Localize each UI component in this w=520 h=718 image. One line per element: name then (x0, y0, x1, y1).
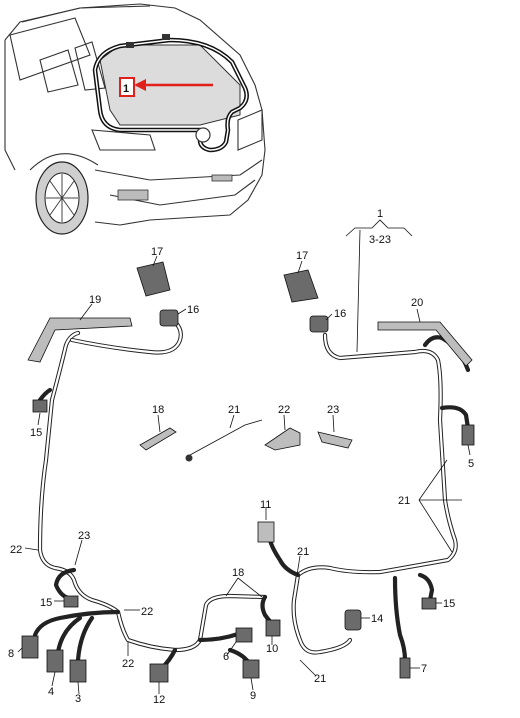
part-5 (461, 424, 475, 446)
label-21-center: 21 (297, 546, 309, 558)
assembly-bracket: 1 3-23 (345, 208, 413, 353)
part-7 (399, 657, 411, 679)
label-15-upper: 15 (30, 427, 42, 439)
position-callout: 1 (119, 77, 213, 97)
label-16-left: 16 (187, 304, 199, 316)
label-19: 19 (89, 294, 101, 306)
bracket-range: 3-23 (369, 234, 391, 246)
part-15-upper (32, 399, 48, 413)
label-3: 3 (75, 693, 81, 705)
label-21-bottom: 21 (314, 673, 326, 685)
part-20-rail (377, 321, 473, 367)
label-8: 8 (8, 648, 14, 660)
vehicle-rear-illustration (4, 3, 266, 235)
label-22-left: 22 (10, 544, 22, 556)
label-6: 6 (223, 651, 229, 663)
part-17-left (136, 261, 171, 297)
part-9 (242, 659, 260, 679)
label-23-left: 23 (78, 530, 90, 542)
part-3 (69, 659, 87, 683)
part-22-mid (264, 427, 301, 451)
label-17-right: 17 (296, 250, 308, 262)
parts (21, 261, 475, 683)
label-16-right: 16 (334, 308, 346, 320)
label-22-mid: 22 (278, 404, 290, 416)
label-5: 5 (468, 458, 474, 470)
part-23-mid (317, 431, 353, 449)
label-21-right: 21 (398, 495, 410, 507)
part-14 (344, 609, 362, 631)
part-6 (235, 627, 253, 643)
label-4: 4 (48, 686, 54, 698)
label-12: 12 (153, 694, 165, 706)
bracket-number: 1 (377, 208, 383, 220)
part-number-labels: 17 16 19 17 16 20 15 5 18 21 22 23 21 11… (8, 246, 474, 706)
part-11 (257, 521, 275, 543)
label-20: 20 (411, 297, 423, 309)
part-18-mid (139, 427, 177, 451)
label-10: 10 (266, 643, 278, 655)
label-15-left: 15 (40, 597, 52, 609)
part-8 (21, 635, 39, 659)
callout-arrowhead (134, 79, 146, 91)
part-15-left (63, 595, 79, 608)
part-15-right (421, 597, 437, 610)
part-12 (149, 663, 169, 683)
part-10 (265, 619, 281, 637)
part-19-rail (27, 317, 133, 363)
part-4 (46, 649, 64, 673)
part-16-left (159, 309, 179, 327)
label-18-lower: 18 (232, 567, 244, 579)
label-22-lower: 22 (141, 606, 153, 618)
wiring-harness (32, 319, 471, 671)
leader-lines (17, 255, 471, 695)
label-21-mid: 21 (228, 404, 240, 416)
label-14: 14 (371, 613, 383, 625)
label-9: 9 (250, 690, 256, 702)
label-18-mid: 18 (152, 404, 164, 416)
label-22-bottom: 22 (122, 658, 134, 670)
label-7: 7 (421, 663, 427, 675)
callout-box-label: 1 (123, 83, 129, 95)
label-17-left: 17 (151, 246, 163, 258)
label-11: 11 (260, 499, 271, 511)
label-23-mid: 23 (327, 404, 339, 416)
label-15-right: 15 (443, 598, 455, 610)
callout-box (119, 77, 135, 97)
part-21-mid (189, 419, 263, 456)
part-17-right (283, 269, 319, 303)
part-16-right (309, 315, 329, 333)
